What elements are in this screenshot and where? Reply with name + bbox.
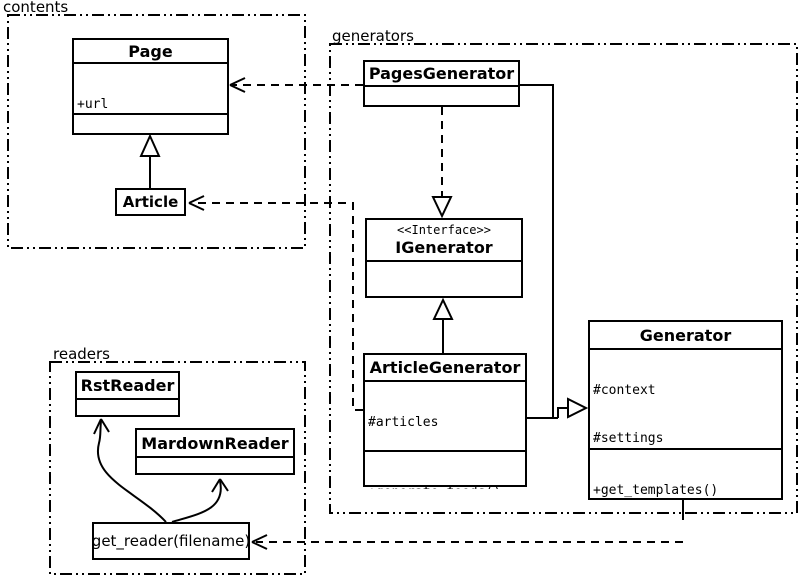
- class-articlegenerator-attr: #articles: [368, 415, 439, 430]
- articlegenerator-to-article-dependency: [188, 195, 363, 411]
- getreader-to-mardownreader-arrow: [171, 478, 229, 523]
- contents-package-border: [7, 14, 306, 249]
- generators-to-generator-inheritance: [520, 84, 589, 419]
- contents-package-label: contents: [3, 0, 69, 16]
- class-mardownreader-title: MardownReader: [141, 433, 289, 453]
- class-articlegenerator-title: ArticleGenerator: [369, 358, 521, 377]
- class-page: Page +url +slug +summary +check_properti…: [72, 38, 229, 135]
- readers-package-label: readers: [53, 345, 110, 363]
- article-to-page-inheritance: [139, 133, 161, 188]
- class-articlegenerator-method: +generate_feeds(): [368, 485, 522, 489]
- get-reader-node: get_reader(filename): [92, 522, 250, 560]
- class-mardownreader: MardownReader +read(): [135, 428, 295, 475]
- class-generator-title: Generator: [639, 325, 732, 345]
- class-rstreader: RstReader +read(): [75, 371, 180, 417]
- class-page-title: Page: [128, 41, 173, 61]
- get-reader-label: get_reader(filename): [91, 532, 251, 550]
- class-pagesgenerator-title: PagesGenerator: [368, 64, 515, 83]
- pagesgenerator-to-igenerator-realization: [431, 107, 453, 219]
- class-generator-method: +get_templates(): [593, 483, 719, 498]
- class-article-title: Article: [122, 193, 179, 211]
- class-articlegenerator: ArticleGenerator #articles #dates #tags …: [363, 353, 527, 489]
- pagesgenerator-to-page-dependency: [229, 77, 363, 93]
- class-generator-attr: #context: [593, 383, 656, 398]
- readers-package-border: [49, 361, 306, 575]
- class-generator-attr: #settings: [593, 431, 664, 446]
- generator-to-getreader-dependency: [251, 500, 684, 550]
- class-igenerator-stereotype: <<Interface>>: [397, 223, 491, 237]
- class-generator: Generator #context #settings #path #them…: [588, 320, 783, 500]
- class-igenerator-title: IGenerator: [395, 238, 493, 257]
- class-igenerator: <<Interface>> IGenerator +generate_conte…: [365, 218, 523, 298]
- class-igenerator-method: +generate_context(): [370, 295, 519, 298]
- class-pagesgenerator: PagesGenerator #pages: [363, 60, 520, 107]
- class-page-attr: +url: [77, 97, 109, 112]
- generators-package-label: generators: [332, 27, 414, 45]
- getreader-to-rstreader-arrow: [93, 418, 167, 523]
- class-rstreader-title: RstReader: [80, 376, 175, 395]
- articlegenerator-to-igenerator-realization: [432, 297, 454, 353]
- generators-package-border: [329, 43, 798, 514]
- class-article: Article: [115, 188, 186, 216]
